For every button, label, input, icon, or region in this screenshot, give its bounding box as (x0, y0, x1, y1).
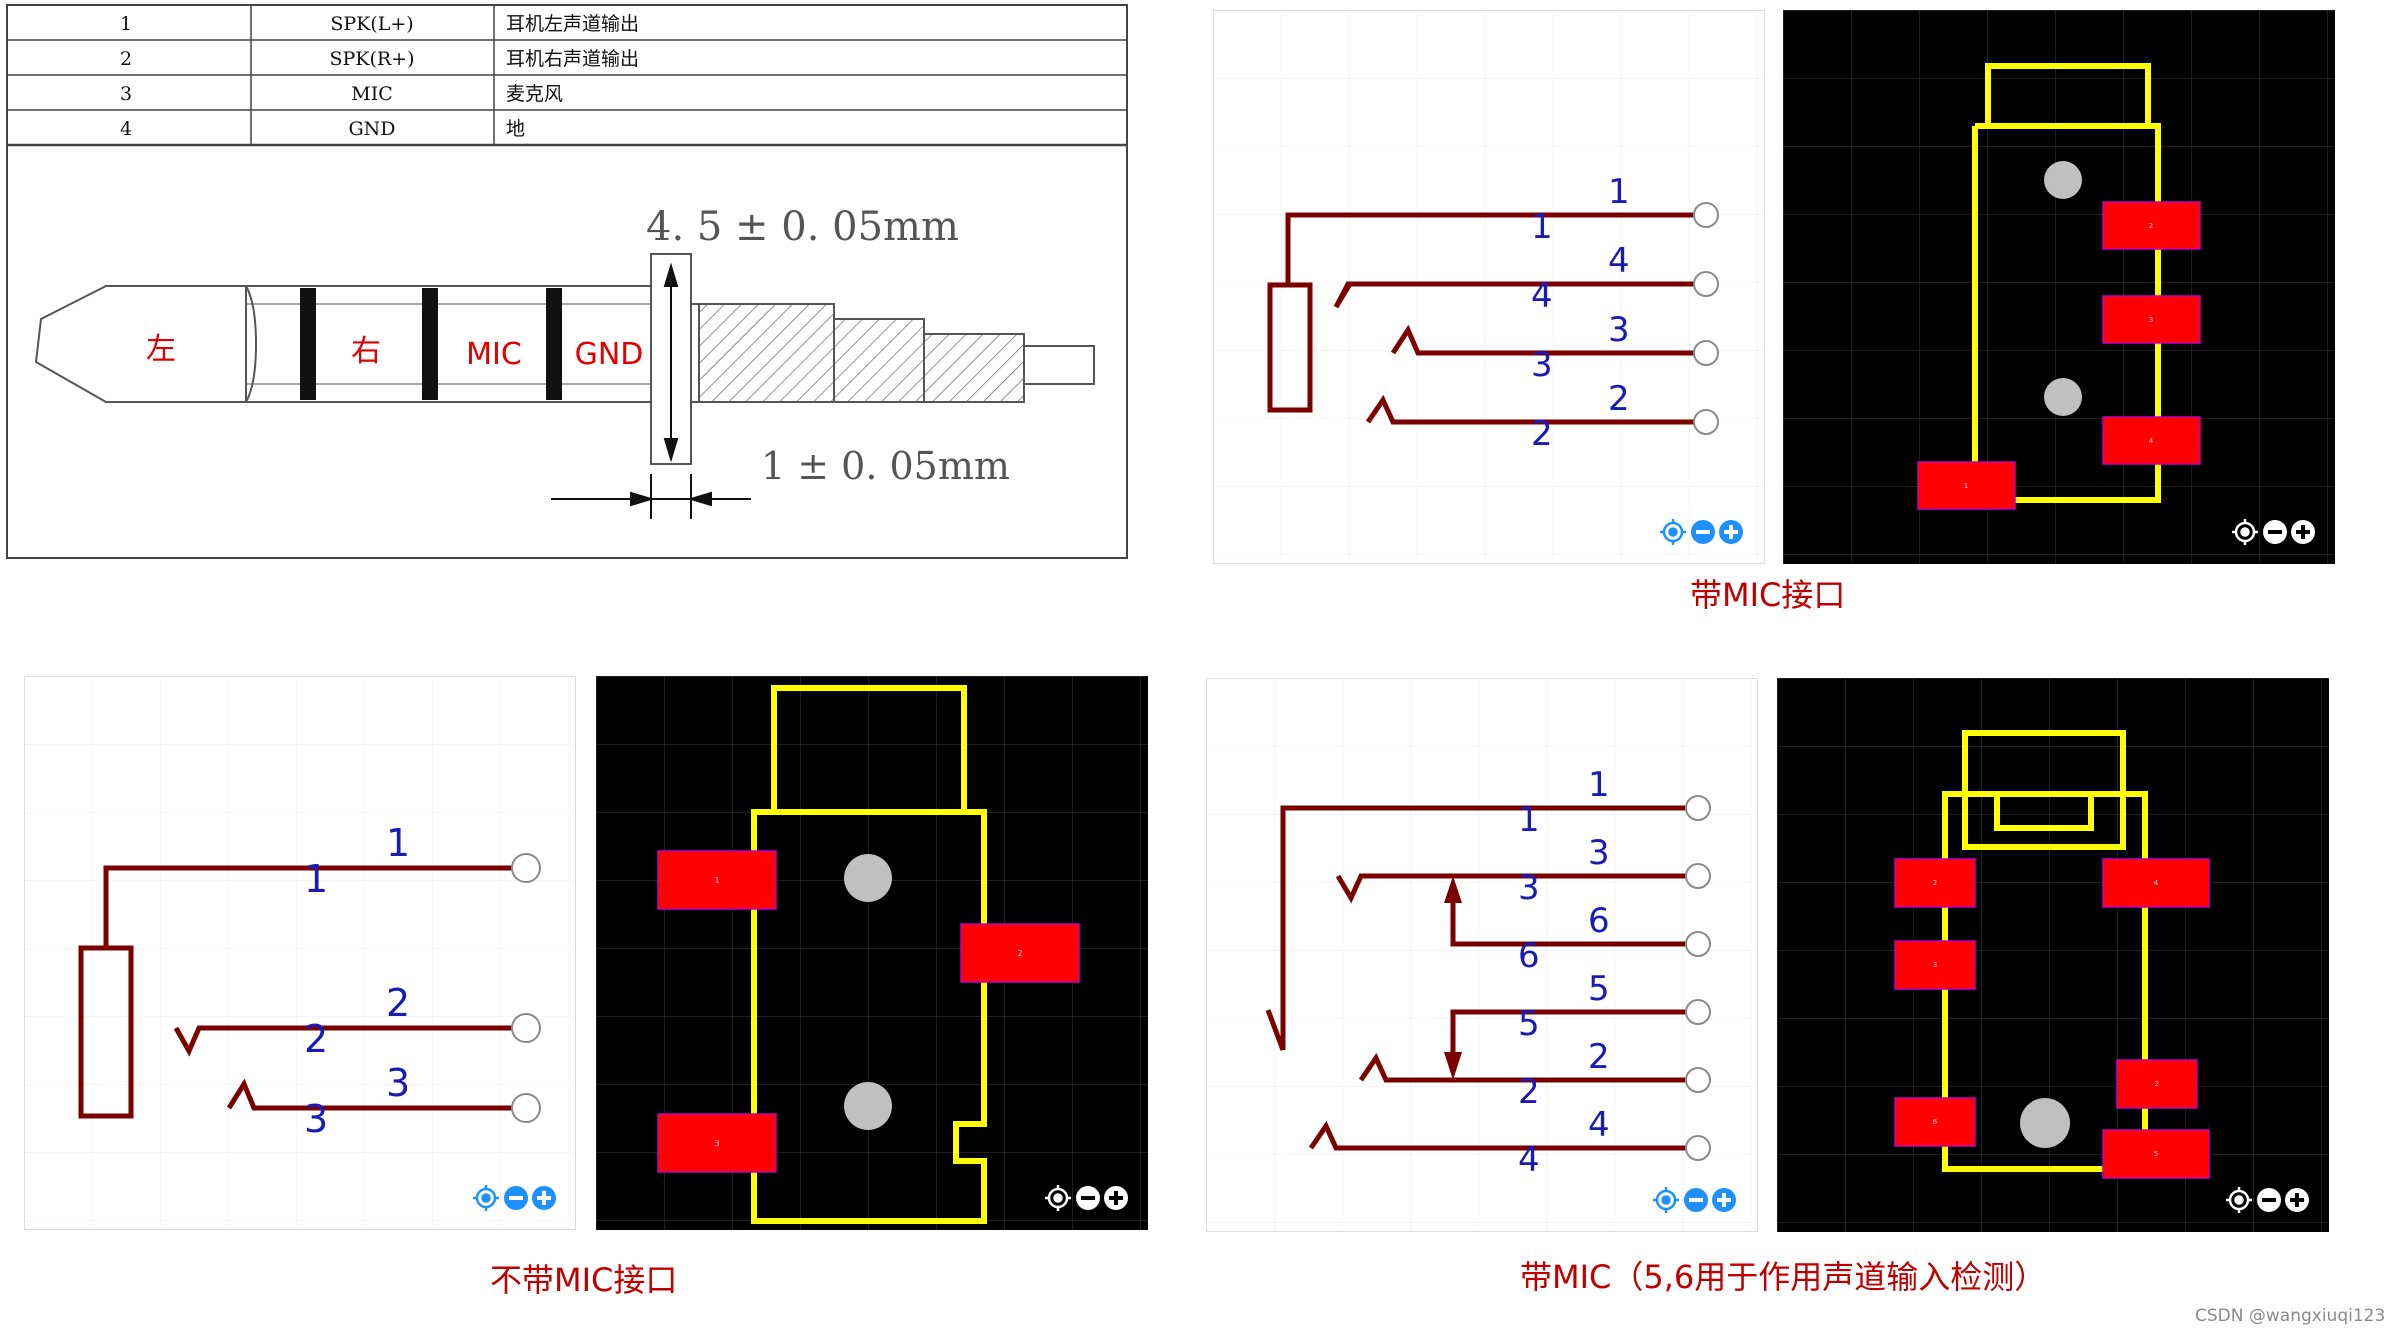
schematic-mic56-pin-5-outer: 5 (1588, 969, 1610, 1009)
zoom-out-icon[interactable] (1691, 520, 1715, 544)
pcb-mic56-pad-c: 3 (1933, 961, 1937, 969)
schematic-nomic-pin-2-outer: 2 (386, 981, 410, 1025)
table-signal-4: GND (348, 118, 395, 140)
dimension-ring-width: 1 ± 0. 05mm (761, 444, 1010, 488)
zoom-in-icon[interactable] (2285, 1188, 2309, 1212)
table-signal-2: SPK(R+) (329, 48, 414, 70)
pcb-nomic-pad-1: 1 (714, 876, 719, 885)
schematic-with-mic-detect: 1 1 3 3 6 6 5 5 2 2 4 4 (1206, 678, 1758, 1232)
segment-gnd-label: GND (575, 337, 644, 372)
locate-icon[interactable] (2232, 519, 2258, 545)
zoom-in-icon[interactable] (532, 1186, 556, 1210)
schematic-nomic-pin-3-inner: 3 (304, 1097, 328, 1141)
schematic-without-mic: 1 1 2 2 3 3 (24, 676, 576, 1230)
locate-icon[interactable] (1660, 519, 1686, 545)
schematic-mic56-pin-4-inner: 4 (1518, 1140, 1540, 1180)
schematic-mic-toolbar (1660, 519, 1743, 545)
schematic-with-mic: 1 1 4 4 3 3 2 2 (1213, 10, 1765, 564)
zoom-in-icon[interactable] (1712, 1188, 1736, 1212)
pcb-mic-pad-4: 4 (2149, 437, 2154, 445)
pcb-nomic-pad-3: 3 (714, 1139, 719, 1148)
schematic-nomic-toolbar (473, 1185, 556, 1211)
locate-icon[interactable] (473, 1185, 499, 1211)
table-signal-3: MIC (351, 83, 393, 105)
schematic-nomic-pin-3-outer: 3 (386, 1061, 410, 1105)
schematic-mic-pin-3-inner: 3 (1531, 345, 1553, 385)
caption-without-mic: 不带MIC接口 (490, 1261, 678, 1299)
schematic-mic56-pin-4-outer: 4 (1588, 1105, 1610, 1145)
schematic-nomic-pin-1-inner: 1 (304, 857, 328, 901)
zoom-in-icon[interactable] (1719, 520, 1743, 544)
schematic-mic-pin-4-inner: 4 (1531, 276, 1553, 316)
pcb-mic56-pad-e: 6 (1933, 1118, 1938, 1126)
schematic-mic56-pin-3-inner: 3 (1518, 868, 1540, 908)
schematic-mic56-pin-1-inner: 1 (1518, 800, 1540, 840)
schematic-mic-pin-3-outer: 3 (1608, 310, 1630, 350)
locate-icon[interactable] (2226, 1187, 2252, 1213)
table-desc-2: 耳机右声道输出 (506, 48, 639, 70)
zoom-out-icon[interactable] (2257, 1188, 2281, 1212)
table-pin-3: 3 (120, 83, 132, 105)
pcb-mic56-pad-f: 5 (2154, 1150, 2158, 1158)
schematic-mic56-pin-1-outer: 1 (1588, 765, 1610, 805)
schematic-mic56-pin-2-inner: 2 (1518, 1072, 1540, 1112)
caption-with-mic-detect: 带MIC（5,6用于作用声道输入检测） (1520, 1258, 2047, 1296)
schematic-mic56-toolbar (1653, 1187, 1736, 1213)
schematic-nomic-pin-2-inner: 2 (304, 1017, 328, 1061)
plug-spec-panel: 1 SPK(L+) 耳机左声道输出 2 SPK(R+) 耳机右声道输出 3 MI… (6, 4, 1128, 559)
table-desc-4: 地 (506, 118, 525, 140)
pcb-mic56-pad-d: 2 (2155, 1080, 2159, 1088)
pcb-mic-pad-1: 1 (1964, 482, 1968, 490)
segment-left-label: 左 (146, 332, 176, 367)
schematic-mic-pin-2-inner: 2 (1531, 414, 1553, 454)
schematic-mic56-pin-2-outer: 2 (1588, 1037, 1610, 1077)
segment-mic-label: MIC (466, 337, 522, 372)
zoom-out-icon[interactable] (504, 1186, 528, 1210)
pcb-nomic-toolbar (1045, 1185, 1128, 1211)
pcb-mic-pad-2: 2 (2149, 222, 2153, 230)
table-desc-1: 耳机左声道输出 (506, 13, 639, 35)
pcb-with-mic-detect: 2 4 3 2 6 5 (1777, 678, 2329, 1232)
pcb-with-mic: 2 3 4 1 (1783, 10, 2335, 564)
dimension-diameter: 4. 5 ± 0. 05mm (646, 204, 959, 250)
table-pin-2: 2 (120, 48, 132, 70)
zoom-in-icon[interactable] (2291, 520, 2315, 544)
pcb-mic56-pad-b: 4 (2154, 879, 2159, 887)
table-desc-3: 麦克风 (506, 83, 563, 105)
table-pin-4: 4 (120, 118, 132, 140)
schematic-mic-pin-1-outer: 1 (1608, 172, 1630, 212)
pcb-nomic-pad-2: 2 (1017, 949, 1022, 958)
locate-icon[interactable] (1045, 1185, 1071, 1211)
schematic-mic56-pin-5-inner: 5 (1518, 1004, 1540, 1044)
zoom-out-icon[interactable] (2263, 520, 2287, 544)
pcb-without-mic: 1 2 3 (596, 676, 1148, 1230)
pcb-mic56-toolbar (2226, 1187, 2309, 1213)
plug-outline (34, 253, 1095, 465)
caption-with-mic: 带MIC接口 (1690, 576, 1846, 614)
zoom-in-icon[interactable] (1104, 1186, 1128, 1210)
schematic-mic-pin-2-outer: 2 (1608, 379, 1630, 419)
schematic-mic56-pin-6-outer: 6 (1588, 901, 1610, 941)
watermark: CSDN @wangxiuqi123 (2195, 1306, 2385, 1326)
schematic-nomic-pin-1-outer: 1 (386, 821, 410, 865)
table-pin-1: 1 (120, 13, 132, 35)
zoom-out-icon[interactable] (1684, 1188, 1708, 1212)
schematic-mic56-pin-3-outer: 3 (1588, 833, 1610, 873)
schematic-mic-pin-1-inner: 1 (1531, 207, 1553, 247)
pcb-mic56-pad-a: 2 (1933, 879, 1937, 887)
segment-right-label: 右 (351, 334, 381, 369)
zoom-out-icon[interactable] (1076, 1186, 1100, 1210)
pcb-mic-toolbar (2232, 519, 2315, 545)
locate-icon[interactable] (1653, 1187, 1679, 1213)
plug-spec-figure: 1 SPK(L+) 耳机左声道输出 2 SPK(R+) 耳机右声道输出 3 MI… (6, 4, 1128, 559)
table-signal-1: SPK(L+) (330, 13, 413, 35)
schematic-mic56-pin-6-inner: 6 (1518, 936, 1540, 976)
pcb-mic-pad-3: 3 (2149, 316, 2153, 324)
schematic-mic-pin-4-outer: 4 (1608, 241, 1630, 281)
